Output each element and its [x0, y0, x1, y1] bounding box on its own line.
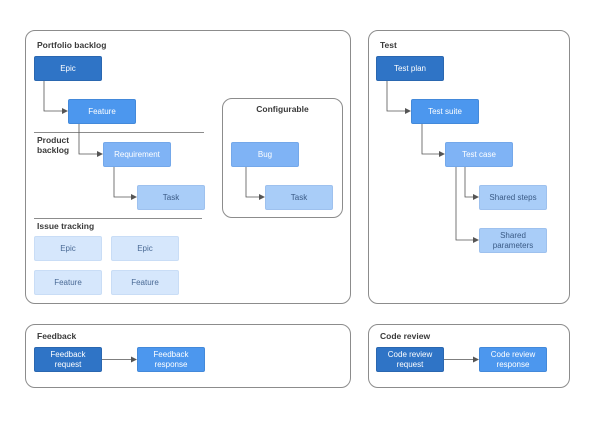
epic-node[interactable]: Epic: [34, 56, 102, 81]
test-case-node[interactable]: Test case: [445, 142, 513, 167]
issue-epic-node-1[interactable]: Epic: [34, 236, 102, 261]
feature-node[interactable]: Feature: [68, 99, 136, 124]
test-plan-node[interactable]: Test plan: [376, 56, 444, 81]
shared-steps-node[interactable]: Shared steps: [479, 185, 547, 210]
portfolio-backlog-title: Portfolio backlog: [37, 40, 107, 50]
requirement-node[interactable]: Requirement: [103, 142, 171, 167]
bug-node[interactable]: Bug: [231, 142, 299, 167]
task-node[interactable]: Task: [137, 185, 205, 210]
test-suite-node[interactable]: Test suite: [411, 99, 479, 124]
feedback-response-node[interactable]: Feedback response: [137, 347, 205, 372]
issue-tracking-title: Issue tracking: [37, 221, 95, 231]
feedback-title: Feedback: [37, 331, 77, 341]
code-review-title: Code review: [380, 331, 431, 341]
code-review-response-node[interactable]: Code review response: [479, 347, 547, 372]
shared-parameters-node[interactable]: Shared parameters: [479, 228, 547, 253]
configurable-task-node[interactable]: Task: [265, 185, 333, 210]
test-title: Test: [380, 40, 397, 50]
issue-epic-node-2[interactable]: Epic: [111, 236, 179, 261]
product-backlog-title: Product backlog: [37, 135, 70, 155]
issue-feature-node-1[interactable]: Feature: [34, 270, 102, 295]
issue-feature-node-2[interactable]: Feature: [111, 270, 179, 295]
code-review-request-node[interactable]: Code review request: [376, 347, 444, 372]
issue-tracking-divider: [34, 218, 202, 219]
product-backlog-divider: [34, 132, 204, 133]
configurable-title: Configurable: [256, 104, 309, 114]
feedback-request-node[interactable]: Feedback request: [34, 347, 102, 372]
